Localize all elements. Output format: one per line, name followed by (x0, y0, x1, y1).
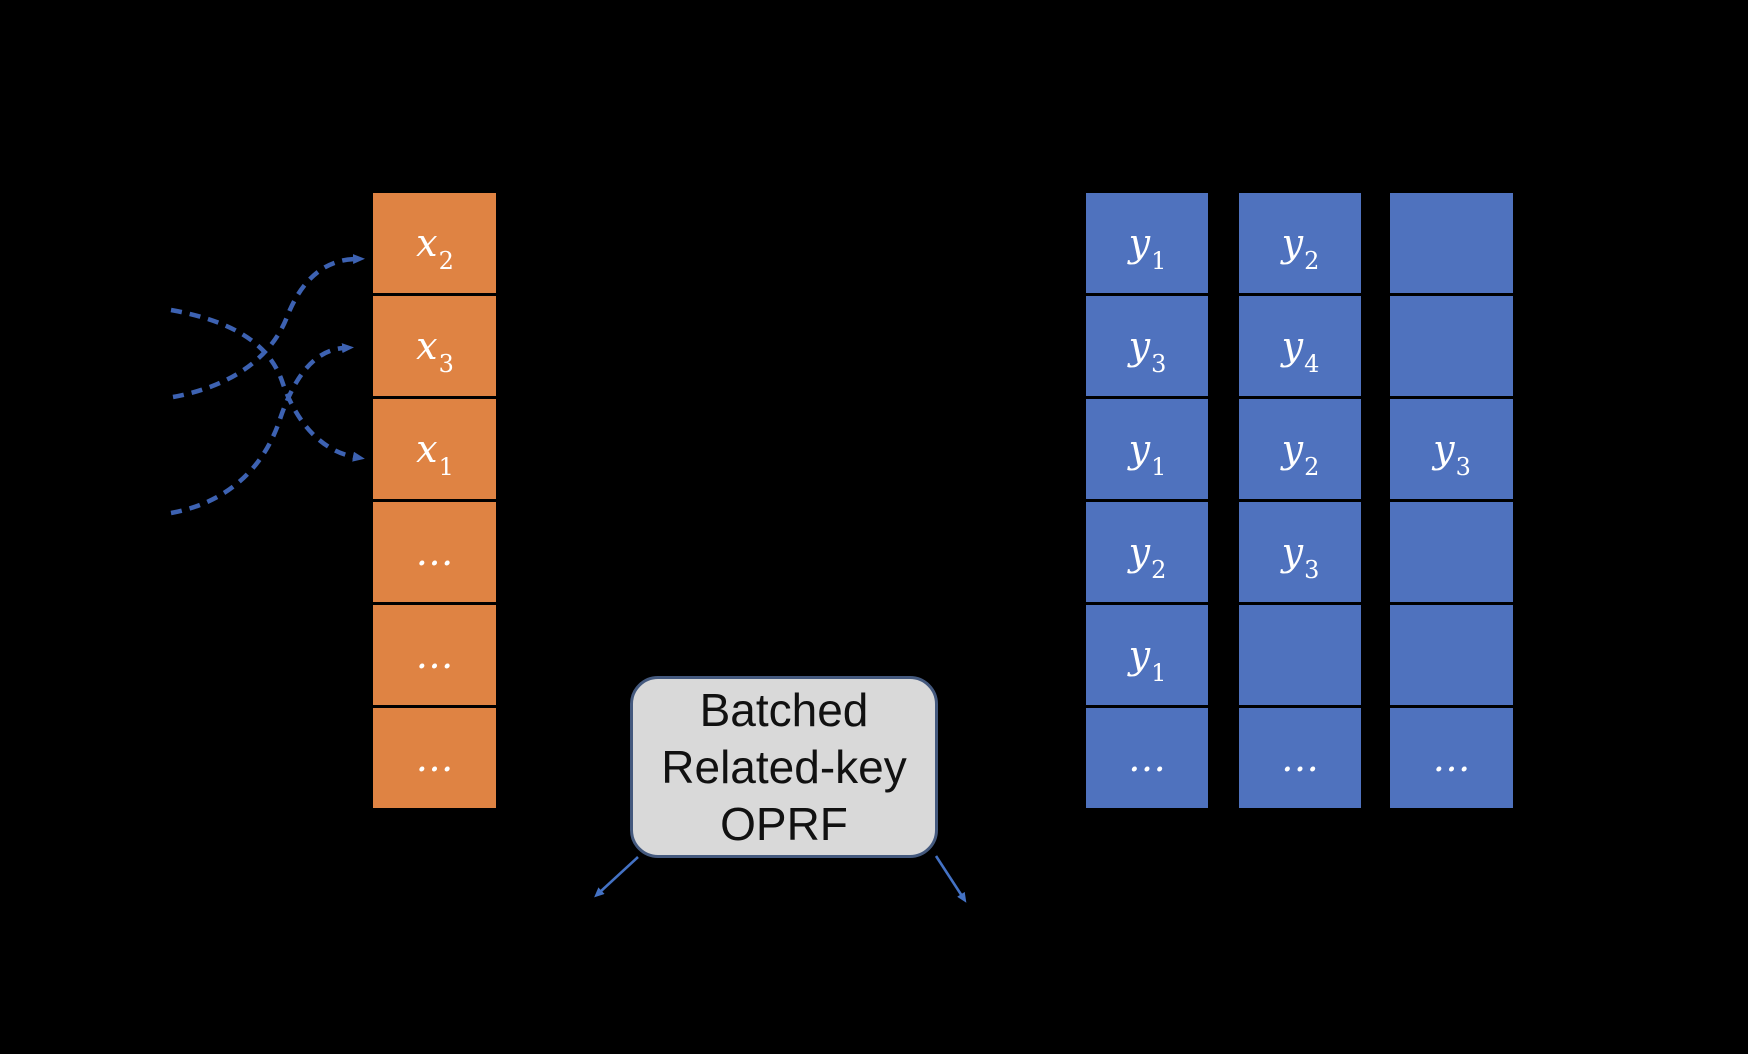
table-cell (1390, 296, 1513, 396)
table-cell: y3 (1086, 296, 1208, 396)
cell-label: … (415, 736, 454, 780)
table-cell: y2 (1086, 502, 1208, 602)
table-cell: y4 (1239, 296, 1361, 396)
cell-label: x3 (416, 324, 454, 378)
cell-label: y4 (1281, 324, 1320, 378)
table-cell: y2 (1239, 193, 1361, 293)
cell-label: x1 (416, 427, 454, 481)
cuckoo-table: x2 x3 x1 … … … (373, 193, 496, 808)
bin-table-1: y1 y3 y1 y2 y1 … (1086, 193, 1208, 808)
oprf-box: Batched Related-key OPRF (630, 676, 938, 858)
cell-label: … (1128, 736, 1166, 780)
table-cell: x2 (373, 193, 496, 293)
cell-label: y2 (1128, 530, 1167, 584)
table-cell: y3 (1390, 399, 1513, 499)
table-cell (1239, 605, 1361, 705)
cell-label: … (1432, 736, 1471, 780)
table-cell: … (1239, 708, 1361, 808)
oprf-box-line: OPRF (720, 797, 848, 850)
cell-label: y1 (1128, 633, 1167, 687)
cell-label: y3 (1128, 324, 1167, 378)
cell-label: … (415, 530, 454, 574)
table-cell: y1 (1086, 399, 1208, 499)
cell-label: y3 (1281, 530, 1320, 584)
cell-label: x2 (416, 221, 454, 275)
table-cell (1390, 605, 1513, 705)
cell-label: … (1281, 736, 1319, 780)
table-cell (1390, 502, 1513, 602)
oprf-left-arrow (594, 856, 639, 898)
dashed-arrow-to-x3 (170, 343, 354, 516)
dashed-arrow-to-x1 (170, 307, 365, 462)
table-cell: … (1086, 708, 1208, 808)
dashed-arrow-to-x2 (172, 254, 365, 400)
table-cell: … (373, 605, 496, 705)
cell-label: y3 (1433, 427, 1471, 481)
table-cell: y1 (1086, 605, 1208, 705)
table-cell: … (373, 708, 496, 808)
oprf-box-line: Related-key (661, 740, 907, 793)
table-cell: … (373, 502, 496, 602)
oprf-right-arrow (934, 855, 967, 903)
cell-label: y1 (1128, 427, 1167, 481)
table-cell (1390, 193, 1513, 293)
table-cell: y1 (1086, 193, 1208, 293)
table-cell: … (1390, 708, 1513, 808)
table-cell: y3 (1239, 502, 1361, 602)
oprf-box-line: Batched (699, 683, 869, 736)
cell-label: y2 (1281, 221, 1320, 275)
bin-table-2: y2 y4 y2 y3 … (1239, 193, 1361, 808)
cell-label: y1 (1128, 221, 1167, 275)
cell-label: y2 (1281, 427, 1320, 481)
table-cell: x3 (373, 296, 496, 396)
table-cell: y2 (1239, 399, 1361, 499)
cell-label: … (415, 633, 454, 677)
table-cell: x1 (373, 399, 496, 499)
bin-table-3: y3 … (1390, 193, 1513, 808)
